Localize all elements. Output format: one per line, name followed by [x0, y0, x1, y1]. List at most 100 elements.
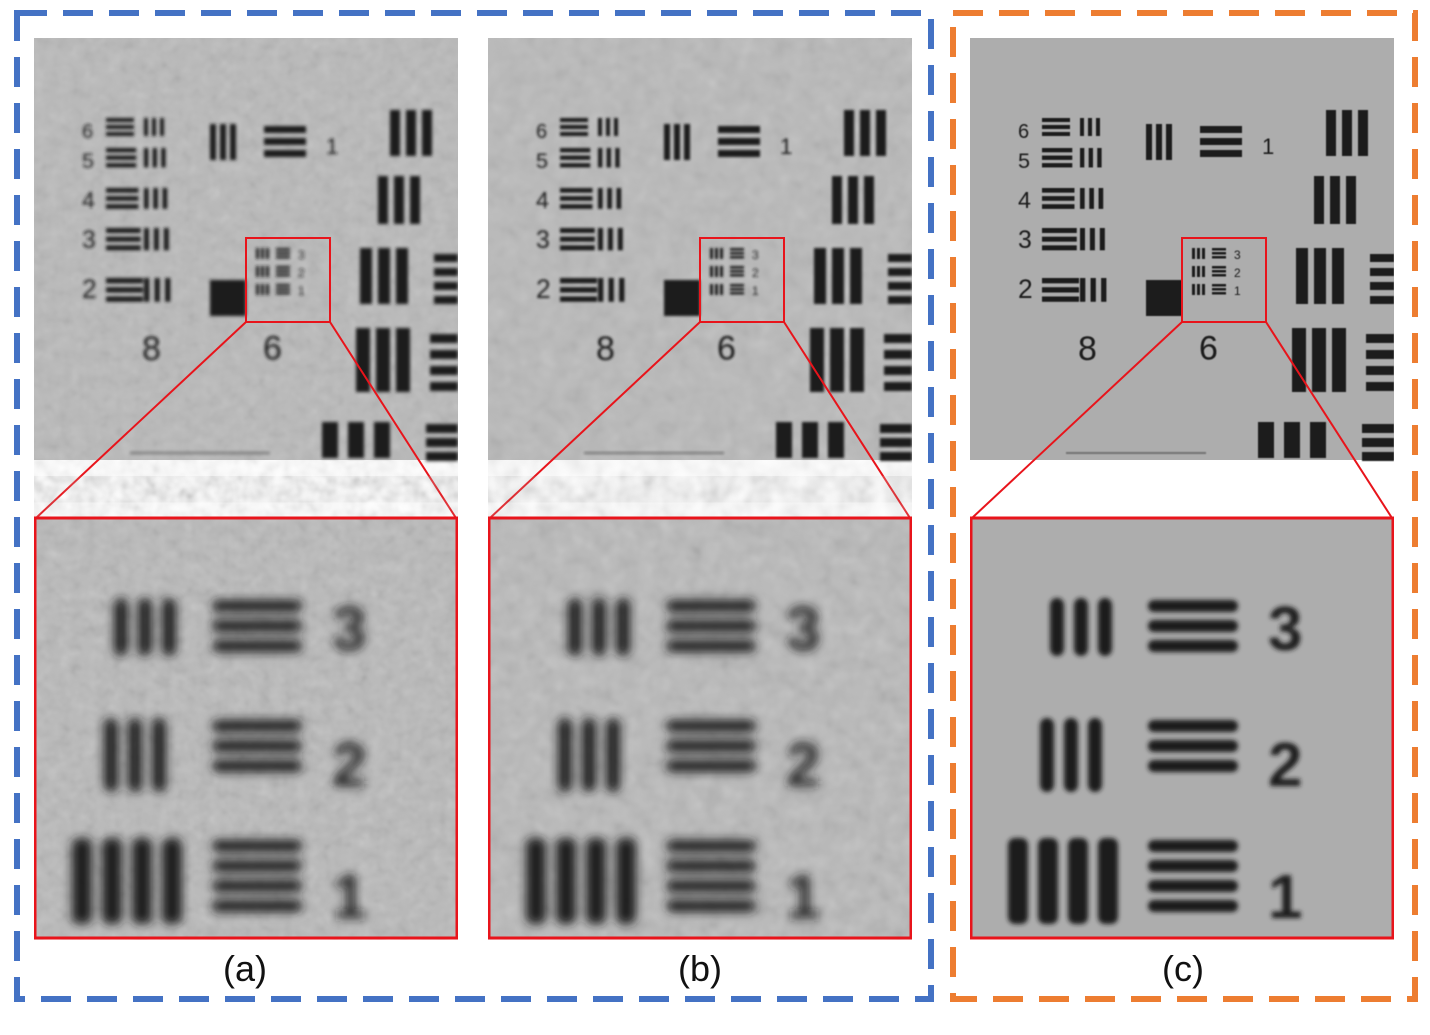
vertical-bar: [1332, 328, 1346, 392]
horizontal-bar: [430, 350, 458, 359]
group-number-left: 8: [142, 330, 161, 368]
zoom-vertical-bar: [582, 718, 596, 792]
group-number-right: 9: [263, 328, 282, 366]
vertical-bar: [160, 118, 164, 136]
zoom-horizontal-bar: [666, 720, 756, 732]
zoom-vertical-bar: [1068, 838, 1088, 924]
horizontal-bar: [1366, 334, 1394, 343]
horizontal-bar: [730, 252, 744, 255]
zoom-vertical-bar: [568, 598, 582, 656]
vertical-bar: [406, 110, 416, 156]
vertical-bar: [776, 422, 792, 458]
horizontal-bar: [276, 292, 290, 295]
vertical-bar: [162, 188, 168, 209]
zoom-vertical-bar: [556, 838, 576, 924]
horizontal-bar: [106, 125, 134, 129]
vertical-bar: [1101, 278, 1107, 302]
vertical-bar: [396, 248, 408, 304]
zoom-vertical-bar: [162, 598, 176, 656]
vertical-bar: [1314, 176, 1324, 224]
vertical-bar: [374, 422, 390, 458]
element-number: 1: [752, 284, 759, 298]
vertical-bar: [814, 248, 826, 304]
group-c-frame: [950, 10, 1418, 1002]
zoom-horizontal-bar: [666, 900, 756, 912]
zoom-connector-right: [783, 321, 911, 519]
element-number: 1: [326, 134, 338, 159]
vertical-bar: [1197, 248, 1200, 259]
vertical-bar: [1326, 110, 1336, 156]
vertical-bar: [396, 328, 410, 392]
horizontal-bar: [1212, 288, 1226, 291]
horizontal-bar: [1200, 138, 1242, 145]
horizontal-bar: [730, 292, 744, 295]
vertical-bar: [1080, 228, 1085, 251]
horizontal-bar: [884, 366, 912, 375]
vertical-bar: [848, 176, 858, 224]
vertical-bar: [608, 278, 614, 302]
horizontal-bar: [1200, 126, 1242, 133]
horizontal-bar: [730, 256, 744, 259]
vertical-bar: [710, 248, 713, 259]
zoom-horizontal-bar: [212, 640, 302, 652]
zoom-horizontal-bar: [666, 600, 756, 612]
vertical-bar: [1342, 110, 1352, 156]
vertical-bar: [1098, 188, 1104, 209]
horizontal-bar: [426, 452, 458, 461]
vertical-bar: [810, 328, 824, 392]
roi-box: [699, 237, 785, 323]
horizontal-bar: [560, 245, 595, 251]
vertical-bar: [1310, 422, 1326, 458]
caption-b: (b): [678, 948, 722, 989]
horizontal-bar: [884, 382, 912, 391]
vertical-bar: [153, 188, 158, 209]
horizontal-bar: [730, 248, 744, 251]
vertical-bar: [720, 284, 723, 295]
zoom-frame: [970, 516, 1394, 940]
zoom-vertical-bar: [128, 718, 142, 792]
horizontal-bar: [430, 334, 458, 343]
vertical-bar: [606, 118, 610, 136]
zoom-vertical-bar: [1038, 838, 1058, 924]
vertical-bar: [720, 248, 723, 259]
horizontal-bar: [264, 150, 306, 157]
zoom-vertical-bar: [114, 598, 128, 656]
horizontal-bar: [1212, 252, 1226, 255]
horizontal-bar: [1042, 125, 1070, 129]
horizontal-bar: [430, 366, 458, 375]
vertical-bar: [876, 110, 886, 156]
scale-line: [584, 452, 724, 454]
vertical-bar: [1292, 328, 1306, 392]
element-number: 6: [1018, 121, 1029, 143]
horizontal-bar: [560, 228, 595, 233]
vertical-bar: [802, 422, 818, 458]
zoom-vertical-bar: [1088, 718, 1102, 792]
horizontal-bar: [1042, 287, 1079, 293]
zoom-horizontal-bar: [1148, 760, 1238, 772]
horizontal-bar: [1212, 274, 1226, 277]
horizontal-bar: [560, 132, 588, 136]
zoom-horizontal-bar: [666, 620, 756, 632]
vertical-bar: [376, 328, 390, 392]
horizontal-bar: [560, 148, 591, 153]
group-number-right: 9: [1199, 328, 1218, 366]
horizontal-bar: [1370, 296, 1394, 304]
vertical-bar: [394, 176, 404, 224]
horizontal-bar: [1042, 236, 1077, 242]
vertical-bar: [1090, 278, 1096, 302]
vertical-bar: [1314, 248, 1326, 304]
horizontal-bar: [1042, 163, 1073, 168]
horizontal-bar: [276, 270, 290, 273]
element-number: 1: [1234, 284, 1241, 298]
roi-box: [245, 237, 331, 323]
vertical-bar: [710, 266, 713, 277]
zoom-vertical-bar: [526, 838, 546, 924]
vertical-bar: [360, 248, 372, 304]
scale-line: [130, 452, 270, 454]
zoom-frame: [488, 516, 912, 940]
zoom-horizontal-bar: [212, 900, 302, 912]
vertical-bar: [1192, 248, 1195, 259]
zoom-vertical-bar: [586, 838, 606, 924]
vertical-bar: [864, 176, 874, 224]
